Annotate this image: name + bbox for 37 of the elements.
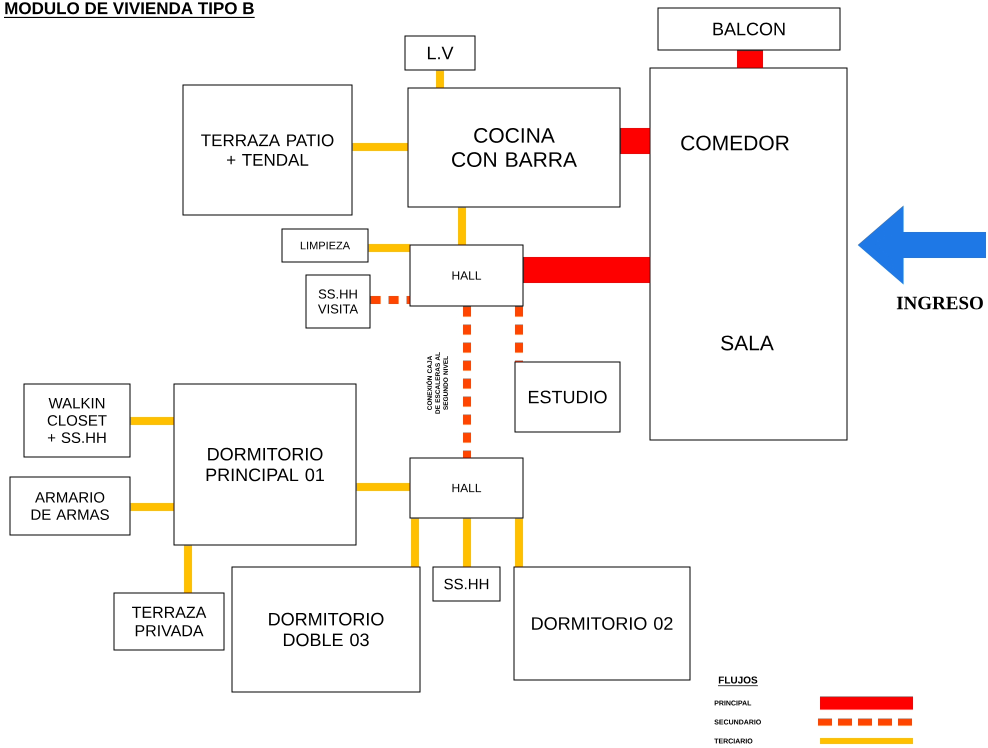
- room-box: WALKIN CLOSET + SS.HH: [24, 384, 130, 458]
- room-box: DORMITORIO PRINCIPAL 01: [174, 384, 356, 546]
- room-box: DORMITORIO DOBLE 03: [232, 566, 420, 692]
- legend-heading: FLUJOS: [718, 676, 758, 686]
- flow-line: [184, 546, 192, 592]
- flow-line: [458, 208, 466, 244]
- flow-line: [368, 244, 410, 252]
- room-box: BALCON: [658, 8, 840, 50]
- room-box: COMEDOR SALA: [650, 68, 848, 440]
- room-box: HALL: [410, 458, 524, 518]
- flow-line: [130, 503, 174, 511]
- edge-label: INGRESO: [896, 296, 983, 310]
- flow-line: [356, 483, 410, 491]
- flow-line: [370, 296, 410, 304]
- room-box: HALL: [410, 244, 524, 306]
- flow-line: [436, 70, 444, 88]
- flow-line: [737, 50, 763, 68]
- flow-line: [130, 417, 174, 425]
- flow-line: [515, 306, 523, 362]
- room-box: LIMPIEZA: [282, 228, 368, 262]
- room-box: TERRAZA PATIO + TENDAL: [182, 84, 352, 216]
- room-box: SS.HH VISITA: [306, 274, 370, 328]
- room-box: SS.HH: [432, 566, 500, 602]
- flow-line: [620, 128, 650, 154]
- flow-line: [463, 518, 471, 566]
- flow-line: [411, 518, 419, 566]
- flow-line: [524, 257, 650, 283]
- room-box: ARMARIO DE ARMAS: [10, 476, 130, 536]
- room-box: ESTUDIO: [514, 362, 620, 432]
- title: MODULO DE VIVIENDA TIPO B: [5, 2, 254, 14]
- room-box: DORMITORIO 02: [514, 566, 690, 680]
- flow-line: [463, 306, 471, 458]
- room-box: COCINA CON BARRA: [408, 88, 620, 208]
- room-box: L.V: [404, 36, 476, 70]
- flow-line: [515, 518, 523, 566]
- room-box: TERRAZA PRIVADA: [114, 592, 224, 650]
- flow-line: [352, 143, 408, 151]
